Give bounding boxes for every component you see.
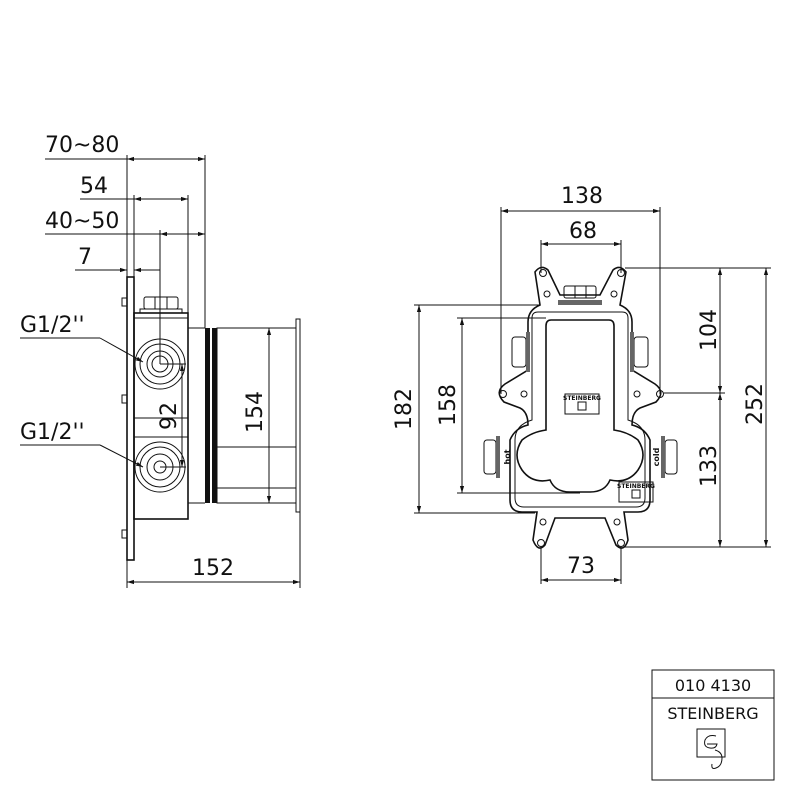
nut — [563, 285, 597, 299]
dim-104: 104 — [697, 309, 722, 351]
side-view: 70~80 54 40~50 7 92 154 152 G1/2'' G1/2' — [20, 133, 301, 588]
dim-54: 54 — [80, 174, 108, 199]
seal-ring — [205, 328, 210, 503]
cold-label: cold — [652, 447, 661, 466]
dim-133: 133 — [697, 445, 722, 487]
inner-chamber — [516, 319, 644, 493]
brand-mark-center: STEINBERG — [563, 395, 601, 402]
dim-182: 182 — [392, 388, 417, 430]
title-block: 010 4130 STEINBERG — [651, 669, 775, 781]
article-number: 010 4130 — [675, 676, 751, 695]
dim-252: 252 — [743, 383, 768, 425]
dim-158: 158 — [436, 384, 461, 426]
front-view: STEINBERG STEINBERG hot cold 138 68 182 … — [392, 184, 771, 584]
mounting-frame — [498, 266, 662, 549]
brand-name: STEINBERG — [667, 704, 758, 723]
dim-138: 138 — [561, 184, 603, 209]
steinberg-logo — [696, 728, 726, 769]
mounting-holes — [499, 269, 664, 547]
thread-label-top: G1/2'' — [20, 313, 85, 338]
dim-7: 7 — [78, 245, 92, 270]
dim-70-80: 70~80 — [45, 133, 119, 158]
dim-73: 73 — [567, 554, 595, 579]
mounting-plate — [126, 276, 135, 561]
seal-ring — [212, 328, 217, 503]
nut — [143, 296, 179, 310]
dim-154: 154 — [243, 391, 268, 433]
flange — [295, 318, 301, 513]
dim-40-50: 40~50 — [45, 209, 119, 234]
hot-label: hot — [503, 449, 512, 464]
dim-92: 92 — [157, 402, 182, 430]
brand-mark-corner: STEINBERG — [617, 483, 655, 490]
dim-68: 68 — [569, 219, 597, 244]
dim-152: 152 — [192, 556, 234, 581]
thread-label-bottom: G1/2'' — [20, 420, 85, 445]
